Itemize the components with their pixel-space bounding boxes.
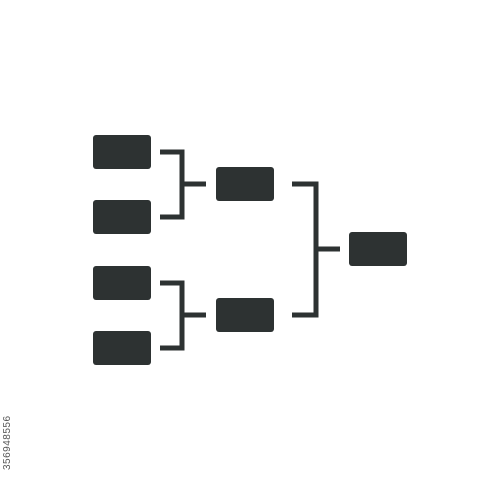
round1-slot-3 <box>93 266 151 300</box>
round1-slot-2 <box>93 200 151 234</box>
round2-slot-1 <box>216 167 274 201</box>
round1-slot-4 <box>93 331 151 365</box>
final-slot <box>349 232 407 266</box>
round1-slot-1 <box>93 135 151 169</box>
connector-r1-bottom <box>160 280 206 351</box>
connector-r1-top <box>160 149 206 220</box>
side-id-text: 356948556 <box>2 415 13 470</box>
connector-r2-final <box>292 181 340 318</box>
round2-slot-2 <box>216 298 274 332</box>
